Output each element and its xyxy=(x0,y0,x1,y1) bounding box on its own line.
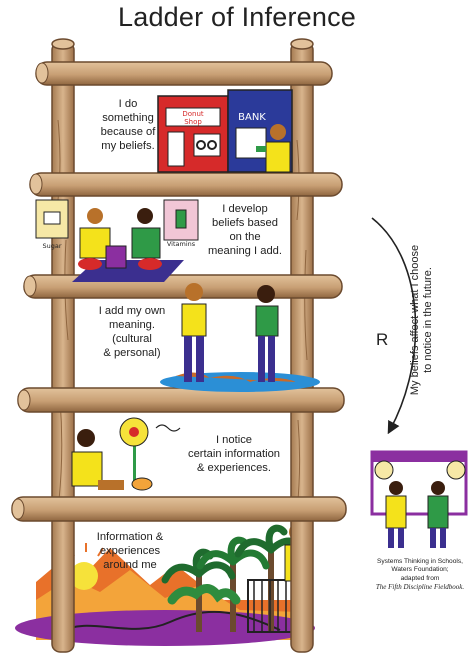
vitamins-label: Vitamins xyxy=(167,240,196,248)
rung-5 xyxy=(11,496,347,522)
rung-2 xyxy=(29,172,343,197)
ground-purple xyxy=(15,610,315,646)
talking-couple-icon xyxy=(160,283,320,392)
donut-shop-sign-2: Shop xyxy=(184,118,202,126)
donut-shop-sign-1: Donut xyxy=(182,110,204,118)
window-scene-icon xyxy=(370,450,468,548)
ladder-rungs xyxy=(11,61,347,522)
source-credit: Systems Thinking in Schools, Waters Foun… xyxy=(375,558,465,592)
rung-1 xyxy=(35,61,333,86)
rung-3 xyxy=(23,274,343,299)
diagram-title: Ladder of Inference xyxy=(118,2,356,32)
flower-observer-icon xyxy=(71,417,181,491)
reinforcing-loop-label: R xyxy=(376,330,389,349)
donut-shop-icon: Donut Shop xyxy=(157,95,229,173)
sugar-label: Sugar xyxy=(42,242,61,250)
sugar-bubble-icon: Sugar xyxy=(35,199,69,250)
palm-trees-icon xyxy=(161,524,308,632)
bank-sign: BANK xyxy=(238,112,266,123)
reflexive-loop-arrow xyxy=(371,217,417,435)
bank-icon: BANK xyxy=(227,89,293,173)
vitamins-bubble-icon: Vitamins xyxy=(163,199,199,248)
rung-4 xyxy=(17,387,345,413)
shopping-couple-icon xyxy=(72,208,184,282)
sunset-icon xyxy=(70,562,98,590)
